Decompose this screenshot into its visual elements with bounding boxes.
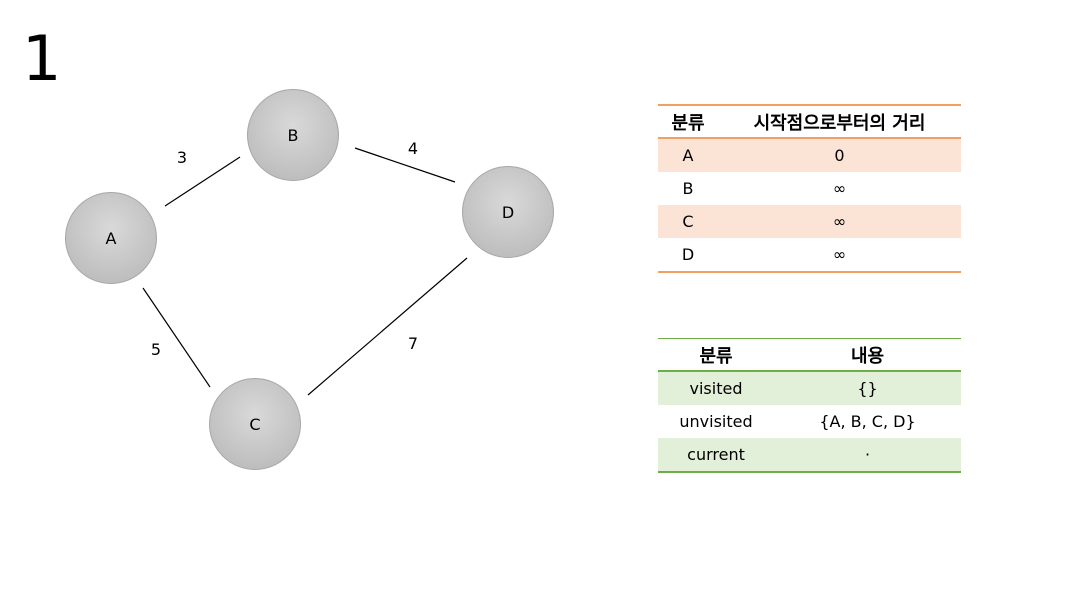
state-key-cell: current (658, 438, 774, 473)
node-d: D (462, 166, 554, 258)
edge-weight-a-b: 3 (177, 148, 187, 167)
state-table-header: 분류 내용 (658, 338, 961, 372)
table-row: unvisited {A, B, C, D} (658, 405, 961, 438)
edge-c-d (307, 257, 468, 396)
node-c-label: C (249, 415, 260, 434)
table-row: visited {} (658, 371, 961, 405)
distance-node-cell: D (658, 238, 718, 273)
distance-table-header: 분류 시작점으로부터의 거리 (658, 104, 961, 139)
distance-value-cell: 0 (718, 138, 961, 172)
node-b-label: B (288, 126, 299, 145)
state-table: 분류 내용 visited {} unvisited {A, B, C, D} … (658, 338, 961, 473)
state-value-cell: · (774, 438, 961, 473)
node-c: C (209, 378, 301, 470)
node-b: B (247, 89, 339, 181)
table-row: D ∞ (658, 238, 961, 273)
edge-weight-b-d: 4 (408, 139, 418, 158)
edge-a-b (164, 156, 241, 207)
state-header-content: 내용 (774, 338, 961, 372)
state-value-cell: {} (774, 371, 961, 405)
table-row: B ∞ (658, 172, 961, 205)
table-row: current · (658, 438, 961, 473)
node-a-label: A (106, 229, 117, 248)
distance-node-cell: A (658, 138, 718, 172)
distance-value-cell: ∞ (718, 205, 961, 238)
distance-value-cell: ∞ (832, 179, 847, 198)
distance-node-cell: B (682, 179, 694, 198)
table-row: A 0 (658, 138, 961, 172)
state-key-cell: visited (658, 371, 774, 405)
node-a: A (65, 192, 157, 284)
state-header-category: 분류 (658, 338, 774, 372)
distance-node-cell: C (658, 205, 718, 238)
distance-header-category: 분류 (658, 104, 718, 139)
state-key-cell: unvisited (679, 412, 753, 431)
edge-weight-a-c: 5 (151, 340, 161, 359)
distance-header-distance: 시작점으로부터의 거리 (718, 104, 961, 139)
edge-b-d (354, 147, 456, 183)
state-value-cell: {A, B, C, D} (819, 412, 916, 431)
weighted-graph: 3 4 5 7 A B C D (65, 89, 554, 470)
node-d-label: D (502, 203, 514, 222)
edge-a-c (142, 287, 211, 388)
slide-number: 1 (22, 22, 62, 95)
distance-table: 분류 시작점으로부터의 거리 A 0 B ∞ C ∞ D ∞ (658, 104, 961, 273)
edge-weight-c-d: 7 (408, 334, 418, 353)
distance-value-cell: ∞ (718, 238, 961, 273)
table-row: C ∞ (658, 205, 961, 238)
